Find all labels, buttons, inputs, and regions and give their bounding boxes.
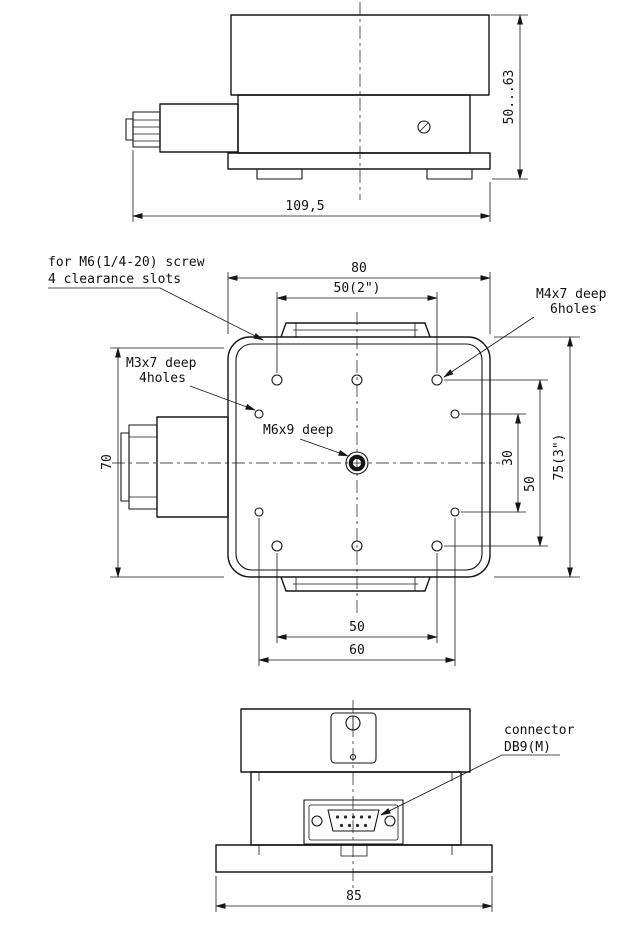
note-m3-line2: 4holes (139, 371, 186, 386)
side-foot-left (256, 168, 303, 180)
dim-top-60-label: 60 (349, 643, 365, 658)
db9-flange (303, 799, 404, 845)
note-clearance-line1: for M6(1/4-20) screw (48, 255, 205, 270)
note-m4: M4x7 deep 6holes (443, 287, 607, 378)
side-plug-cap (125, 118, 134, 141)
db9-shell (327, 809, 380, 832)
db9-screw-right (384, 815, 396, 827)
dim-top-30: 30 (461, 413, 526, 513)
db9-pin (343, 815, 348, 819)
note-clearance-leader (48, 287, 264, 341)
side-view: 50...63 109,5 (125, 2, 528, 222)
m3-hole (450, 409, 460, 419)
m4-hole (271, 374, 283, 386)
dim-side-length: 109,5 (132, 150, 491, 222)
note-connector-line1: connector (504, 723, 575, 738)
dim-top-80-label: 80 (351, 261, 367, 276)
db9-pin (359, 815, 364, 819)
dim-top-50-bottom: 50 (276, 553, 438, 643)
top-plate-inner (235, 343, 483, 571)
side-foot-right (426, 168, 473, 180)
front-top-plate (330, 712, 377, 764)
db9-screw-left (311, 815, 323, 827)
side-plug (132, 111, 161, 148)
db9-pin (363, 823, 368, 828)
dim-top-80: 80 (227, 261, 491, 334)
note-clearance-slots: for M6(1/4-20) screw 4 clearance slots (48, 255, 264, 341)
side-motor-housing (159, 103, 239, 153)
note-m4-leader (443, 316, 535, 378)
top-plan-view: 80 50(2") 70 75(3") 50 (48, 255, 607, 666)
dim-top-70: 70 (100, 347, 224, 578)
side-screw-slot (419, 122, 429, 132)
dim-top-30-label: 30 (501, 450, 516, 466)
top-plug (128, 424, 158, 510)
db9-pin (339, 823, 344, 828)
db9-pin (347, 823, 352, 828)
dim-top-75in-label: 75(3") (552, 434, 567, 481)
front-view: connector DB9(M) 85 (215, 700, 575, 912)
dim-top-50-bottom-label: 50 (349, 620, 365, 635)
m3-hole (254, 507, 264, 517)
m4-hole (351, 540, 363, 552)
db9-pin (351, 815, 356, 819)
m4-hole (351, 374, 363, 386)
note-connector: connector DB9(M) (380, 723, 575, 816)
m6-center-hole-outer (345, 451, 369, 475)
note-m6-line1: M6x9 deep (263, 423, 334, 438)
note-m3-leader (189, 385, 256, 411)
db9-pin (367, 815, 372, 819)
dim-top-60: 60 (258, 518, 456, 666)
note-m3-line1: M3x7 deep (126, 356, 197, 371)
dim-front-85-label: 85 (346, 889, 362, 904)
top-clamp-tab-upper (280, 322, 431, 338)
dim-top-50in-label: 50(2") (334, 281, 381, 296)
note-connector-leader (380, 754, 560, 816)
note-connector-line2: DB9(M) (504, 740, 551, 755)
m6-center-hole-ring (348, 454, 366, 472)
top-motor-housing (156, 416, 229, 518)
dim-top-50-right-label: 50 (523, 476, 538, 492)
m3-hole (254, 409, 264, 419)
m4-hole (271, 540, 283, 552)
note-m6-leader (299, 438, 349, 457)
dim-side-height: 50...63 (491, 14, 528, 180)
db9-recess (308, 804, 399, 841)
dim-top-75in: 75(3") (494, 336, 580, 578)
note-m3: M3x7 deep 4holes (126, 356, 256, 411)
db9-pin (355, 823, 360, 828)
db9-pin (335, 815, 340, 819)
note-m4-line1: M4x7 deep (536, 287, 607, 302)
note-m4-line2: 6holes (550, 302, 597, 317)
dim-top-50-right: 50 (444, 379, 548, 547)
dim-side-length-label: 109,5 (285, 199, 324, 214)
m4-hole (431, 540, 443, 552)
side-screw-icon (417, 120, 431, 134)
front-small-hole (349, 753, 357, 761)
dim-side-height-label: 50...63 (502, 70, 517, 125)
side-body (237, 94, 471, 154)
note-m6: M6x9 deep (263, 423, 349, 457)
db9-connector (303, 799, 404, 857)
note-clearance-line2: 4 clearance slots (48, 272, 181, 287)
front-base (215, 844, 493, 873)
dim-top-50in: 50(2") (276, 281, 438, 373)
top-clamp-tab-lower (280, 576, 431, 592)
m4-hole (431, 374, 443, 386)
dim-front-85: 85 (215, 876, 493, 912)
side-base (227, 152, 491, 170)
db9-bracket (340, 844, 368, 857)
m3-hole (450, 507, 460, 517)
top-plug-cap (120, 432, 130, 502)
dim-top-70-label: 70 (100, 454, 115, 470)
front-body (250, 771, 462, 846)
